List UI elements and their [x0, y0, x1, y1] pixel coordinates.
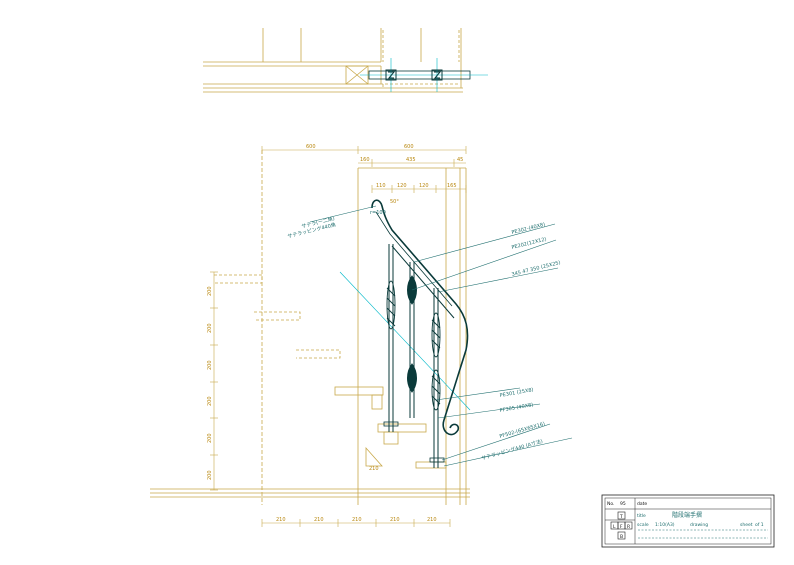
tb-no-label: No. [607, 501, 614, 507]
tb-view-r: R [627, 524, 630, 530]
tb-view-f: F [620, 524, 623, 530]
bottom-label: 210 [276, 517, 286, 523]
tb-scale-label: scale [637, 522, 649, 528]
tb-view-t: T [619, 514, 623, 520]
plan-view [203, 28, 488, 93]
callout-label-7: サテラッピング440 (A寸法) [481, 438, 544, 462]
tb-view-b: B [620, 534, 623, 540]
dim-sub-c: 45 [457, 157, 463, 163]
dim-post-1: 110 [376, 183, 386, 189]
dim-top-left: 600 [306, 144, 316, 150]
bottom-dimension-labels: 210 210 210 210 210 [276, 517, 437, 523]
callout-label-1: PE302-(40X8) [511, 222, 546, 236]
rise-dimension-labels: 200 200 200 200 200 200 [207, 286, 213, 480]
handrail-assembly [339, 199, 471, 468]
dim-sub-a: 160 [360, 157, 370, 163]
bottom-label: 210 [352, 517, 362, 523]
callout-label-2: PE202(12X12) [511, 236, 547, 250]
dim-triangle: 210 [369, 466, 379, 472]
tb-sheet-label: sheet [740, 522, 753, 528]
dim-angle: 50° [390, 199, 399, 205]
top-rail [371, 199, 469, 436]
slope-triangle [365, 446, 383, 467]
tb-sheet-value: of 1 [755, 522, 764, 528]
tb-view-l: L [613, 524, 616, 530]
tb-date-label: date [637, 501, 647, 507]
dim-top-right: 600 [404, 144, 414, 150]
tb-no-value: 95 [620, 501, 626, 507]
rise-label: 200 [207, 433, 213, 443]
stair-background [150, 150, 470, 505]
bottom-label: 210 [314, 517, 324, 523]
dimension-lines [210, 146, 467, 527]
callout-label-4: PE301 (25X8) [499, 387, 534, 399]
dim-post-4: 165 [447, 183, 457, 189]
rise-label: 200 [207, 396, 213, 406]
tb-title-label: title [637, 513, 646, 519]
callout-label-6: PF502-(65X65X16) [499, 421, 546, 440]
callout-label-5: PF305 (40X8) [499, 402, 533, 414]
rise-label: 200 [207, 470, 213, 480]
rise-label: 200 [207, 286, 213, 296]
ornament-lower [407, 363, 417, 393]
tb-scale-value: 1:10(A3) [655, 522, 675, 528]
tb-title-value: 階段端手摺 [672, 511, 702, 519]
tb-drawing-label: drawing [690, 522, 708, 528]
title-block: No. 95 date title 階段端手摺 scale 1:10(A3) d… [601, 494, 775, 548]
dim-radius: r=100 [370, 210, 386, 216]
dim-post-3: 120 [419, 183, 429, 189]
rise-label: 200 [207, 323, 213, 333]
dim-post-2: 120 [397, 183, 407, 189]
rise-label: 200 [207, 360, 213, 370]
leader-lines [309, 205, 573, 467]
bottom-label: 210 [427, 517, 437, 523]
bottom-label: 210 [390, 517, 400, 523]
dim-sub-b: 435 [406, 157, 416, 163]
